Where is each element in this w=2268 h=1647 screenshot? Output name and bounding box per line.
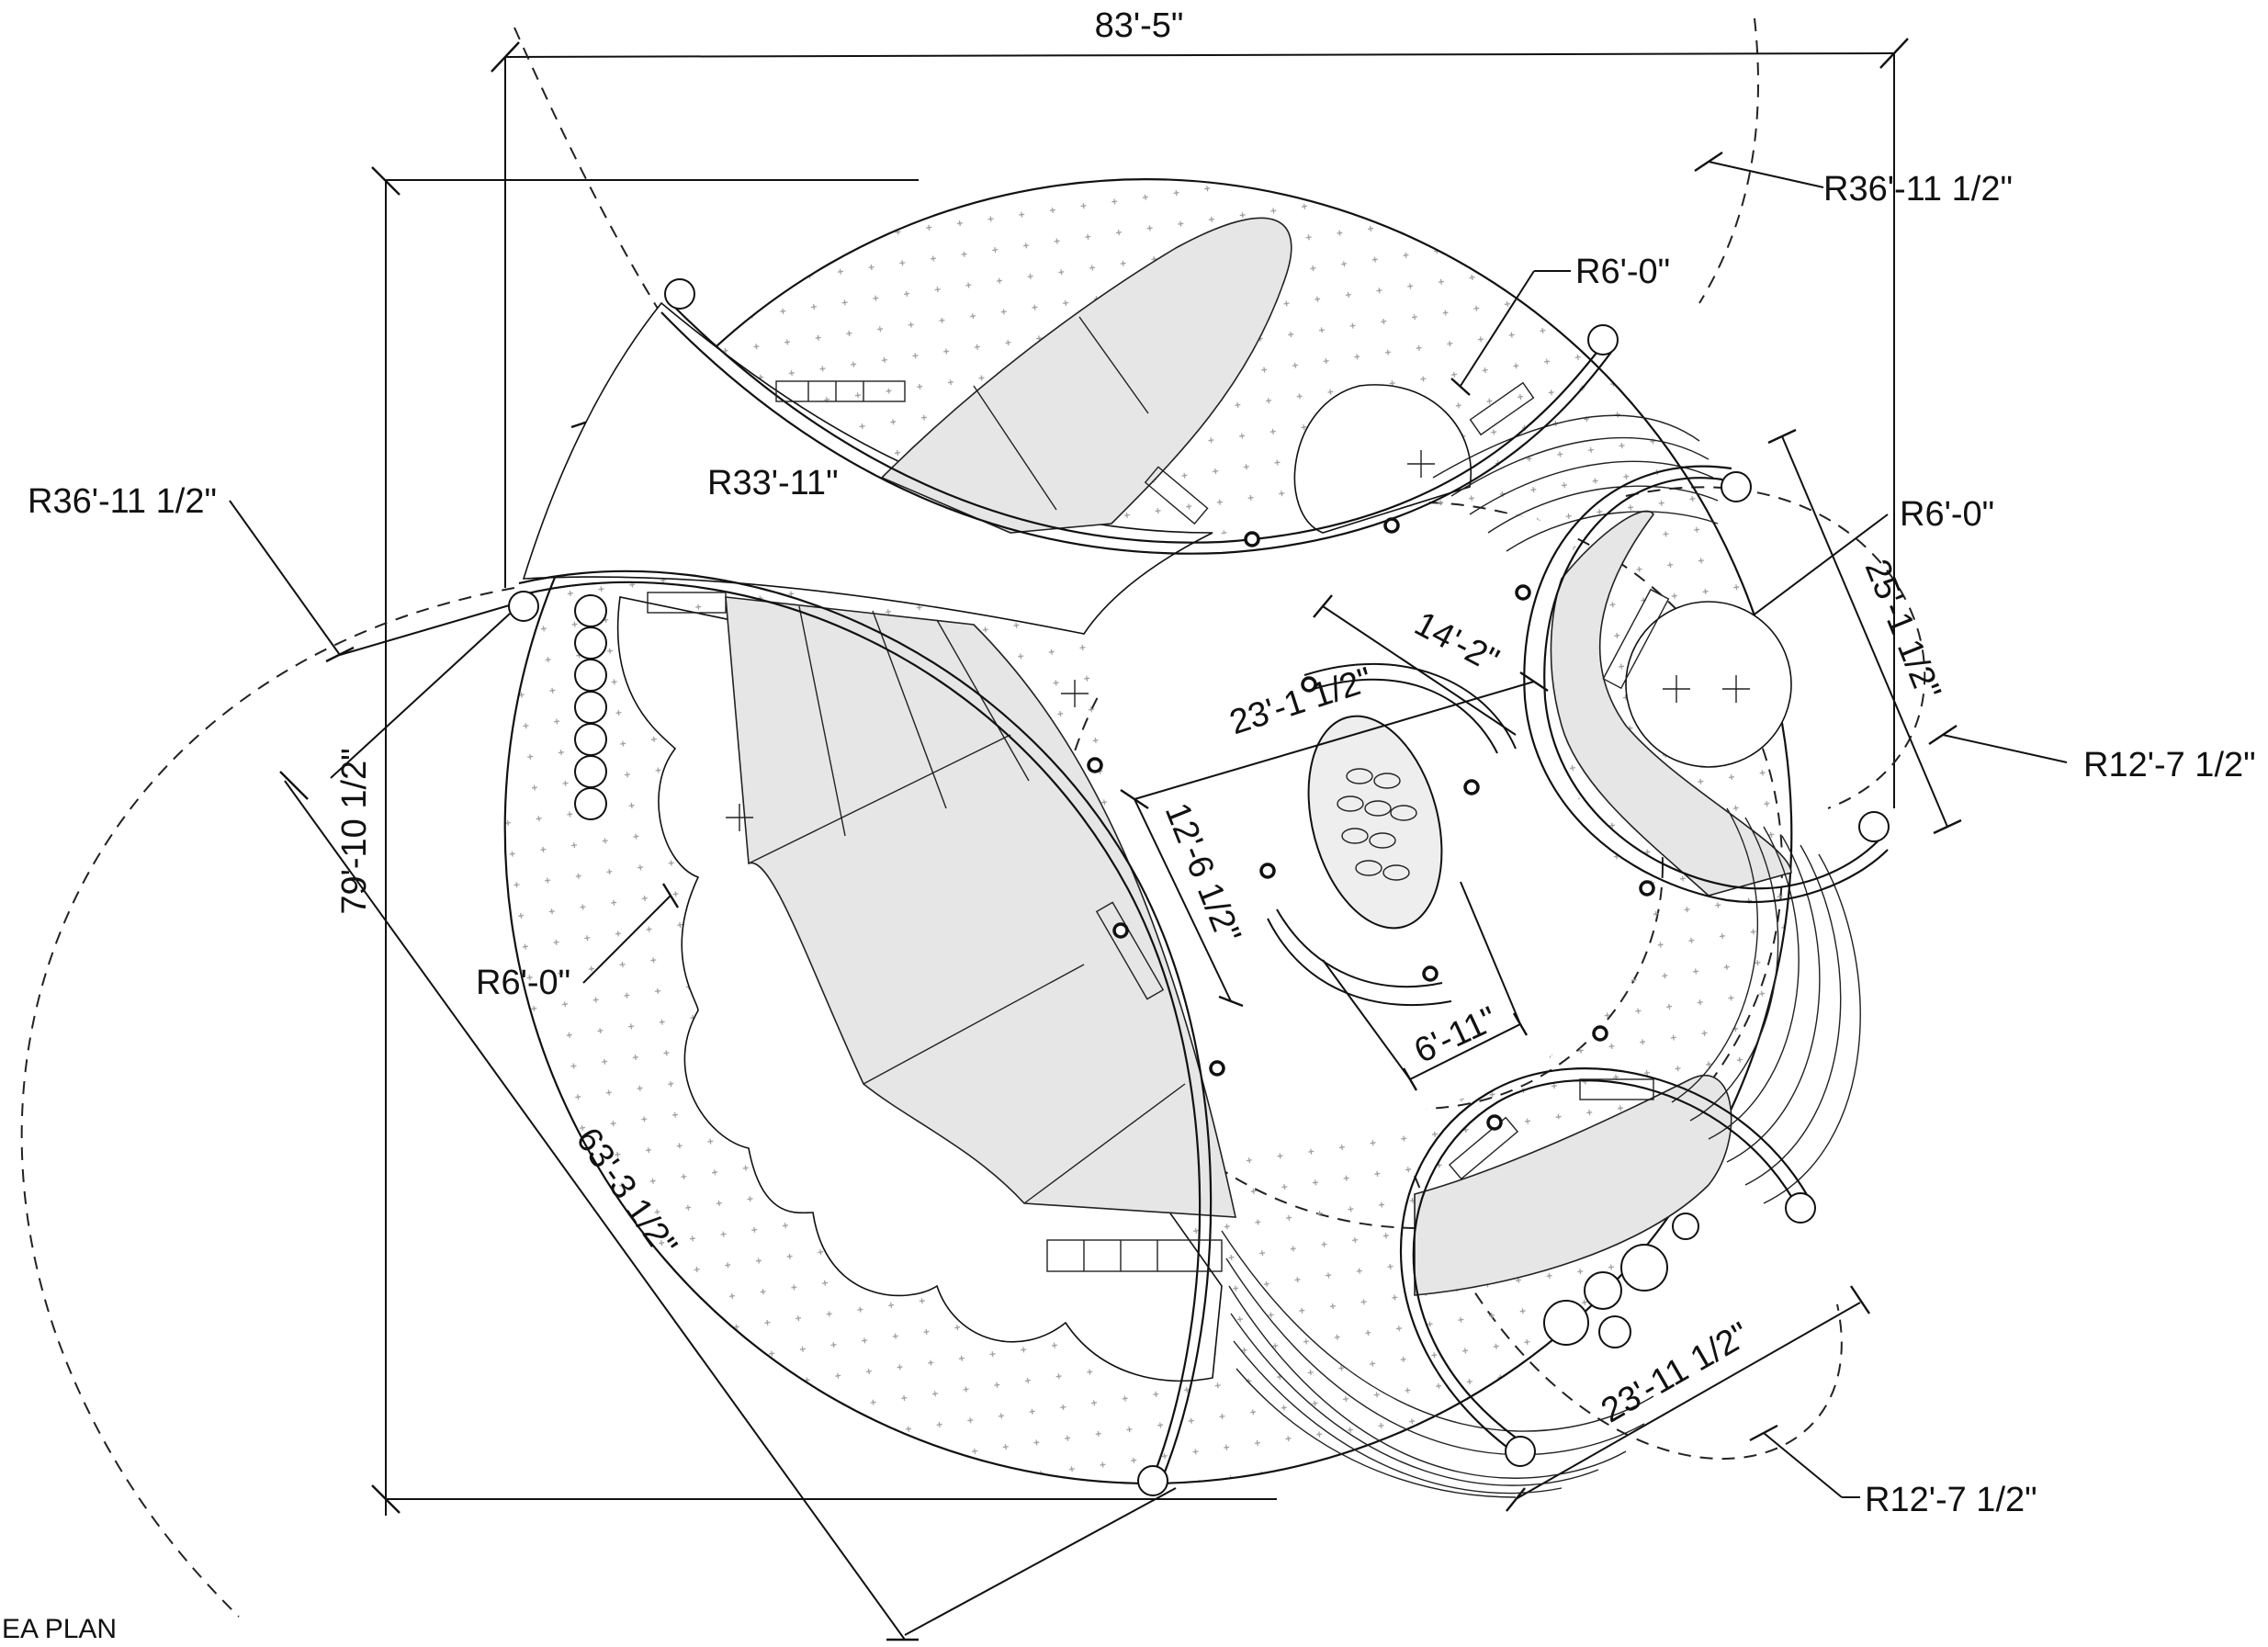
dimension-frame	[229, 38, 2068, 1641]
dim-radius-top-right: R36'-11 1/2"	[1823, 170, 2013, 209]
seat-walls	[518, 302, 1889, 1483]
dim-radius-bottom-arc: R12'-7 1/2"	[1865, 1481, 2037, 1519]
dim-right-side: 25'-1 1/2"	[1857, 554, 1948, 705]
dim-overall-width: 83'-5"	[1095, 6, 1184, 45]
central-feature	[1267, 662, 1517, 1007]
wall-end-posts	[508, 278, 1890, 1496]
drawing-title: EA PLAN	[2, 1614, 117, 1644]
center-marks	[726, 450, 1750, 831]
dim-overall-height: 79'-10 1/2"	[335, 748, 374, 914]
trees	[574, 594, 1699, 1348]
dim-radius-right-circle: R6'-0"	[1900, 495, 1994, 534]
stairs	[1221, 414, 1861, 1498]
bollards	[1087, 517, 1655, 1131]
dim-radius-left: R36'-11 1/2"	[28, 482, 217, 521]
dim-radius-left-bay: R6'-0"	[476, 964, 570, 1002]
dim-radius-right-arc: R12'-7 1/2"	[2083, 746, 2256, 784]
planter-beds	[725, 217, 1792, 1296]
center-dimensions	[1120, 594, 1549, 1091]
dim-radius-upper-circle: R6'-0"	[1575, 253, 1670, 291]
dim-radius-upper-curve: R33'-11"	[707, 464, 839, 502]
benches	[647, 380, 1670, 1272]
